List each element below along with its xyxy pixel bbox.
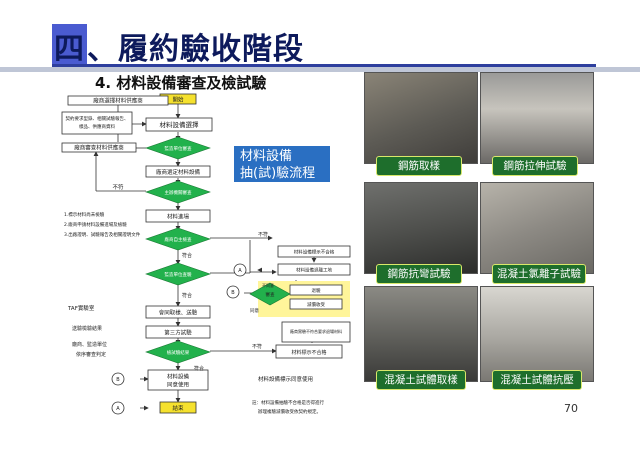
connector-b-left-text: B: [116, 377, 120, 383]
material-label-text: 材料設備標示同意使用: [258, 375, 313, 383]
vendor-docs-text-2: 樣品、供應商資料: [79, 123, 115, 130]
footnote-2: 辦理複驗減價收受依契約規定。: [258, 408, 321, 415]
connector-a-left: [111, 401, 125, 415]
end-text: 結束: [172, 404, 184, 412]
supervisor-check-diamond: [145, 262, 211, 286]
caption-concrete-compression: 混凝土試體抗壓: [492, 370, 582, 390]
caption-chloride-test: 混凝土氯離子試驗: [492, 264, 586, 284]
material-use-text-2: 同意使用: [167, 381, 189, 389]
notes-1: 1.標示材料尚未檢驗: [64, 211, 105, 218]
supervisor-check-text: 監造單位查驗: [165, 271, 192, 278]
flowchart-label: 材料設備 抽(試)驗流程圖: [234, 146, 330, 198]
result-check-diamond: [145, 340, 211, 364]
owner-review-diamond: [145, 180, 211, 204]
photo-chloride-test: [480, 182, 594, 274]
pass-1-label: 符合: [182, 252, 192, 259]
judge-label-1: 廠商、監造單位: [72, 341, 107, 348]
connector-b-left: [111, 372, 125, 386]
slide-title: 四、履約驗收階段: [52, 24, 304, 68]
third-party-text: 第三方試驗: [164, 329, 192, 337]
handle-text: 材料設備退離工地: [296, 267, 332, 274]
photo-rebar-tensile: [480, 72, 594, 164]
pass-3-label: 符合: [194, 365, 204, 372]
connector-b-text: B: [231, 290, 235, 296]
photo-rebar-bending: [364, 182, 478, 274]
flowchart-label-line2: 抽(試)驗流程圖: [240, 166, 316, 198]
connector-a-left-text: A: [116, 406, 120, 412]
caption-concrete-sampling: 混凝土試體取樣: [376, 370, 466, 390]
fail-2-label: 不符: [258, 231, 268, 238]
sample-text: 會同取樣、送驗: [159, 309, 198, 317]
material-use-text-1: 材料設備: [167, 373, 190, 381]
notes-3: 3.出廠證明、試驗報告及相關證明文件: [64, 231, 141, 238]
vendor-submit-box: [61, 142, 137, 153]
return-box: [289, 284, 343, 296]
caption-rebar-bending: 鋼筋抗彎試驗: [376, 264, 462, 284]
owner-review-text: 主辦機關審查: [165, 189, 192, 196]
select-material-box: [145, 117, 213, 132]
mark-material-text: 材料進場: [167, 213, 190, 221]
vendor-docs-box: [61, 111, 133, 135]
title-number-box: 四: [52, 24, 87, 68]
vendor-choose-box: [145, 165, 211, 178]
photo-concrete-compression: [480, 286, 594, 382]
select-material-text: 材料設備選擇: [160, 120, 200, 129]
footnote-1: 註：材料設備抽驗不合格是否得進行: [252, 399, 324, 406]
end-node-shape: [159, 401, 197, 414]
handle-box: [277, 263, 351, 276]
vendor-fail-text: 廠商實驗不符合要求退場材料: [290, 328, 342, 334]
supervisor-review-text: 監造單位審查: [165, 145, 192, 152]
vendor-fail-box: [281, 321, 351, 343]
result-check-text: 檢試驗結果: [167, 349, 190, 356]
vendor-submit-text: 廠商審查材料供應商: [74, 144, 124, 152]
vendor-self-text: 廠商自主檢查: [165, 236, 192, 243]
taf-label: TAF實驗室: [67, 304, 95, 312]
flowchart-label-line1: 材料設備: [240, 149, 293, 164]
page-number: 70: [564, 402, 578, 415]
mark-material-box: [145, 209, 211, 223]
fail-1-label: 不符: [112, 183, 124, 191]
connector-a-right: [233, 263, 247, 277]
third-party-box: [145, 325, 211, 339]
connector-b-right: [226, 285, 240, 299]
tag-fail-text: 材料設備標示不合格: [294, 249, 335, 256]
vendor-select-text: 廠商選擇材料供應商: [93, 97, 143, 105]
title-divider: [0, 67, 640, 72]
not-comply-text: 材料標示不合格: [291, 349, 326, 356]
sample-box: [145, 305, 211, 319]
lab-report-label: 送驗檢驗結果: [72, 325, 102, 332]
vendor-self-diamond: [145, 227, 211, 251]
material-use-box: [147, 369, 209, 391]
section-subtitle: 4. 材料設備審查及檢試驗: [95, 74, 267, 92]
fail-3-label: 不符: [252, 343, 262, 350]
review-decision-diamond: [249, 282, 291, 306]
caption-rebar-tensile: 鋼筋拉伸試驗: [492, 156, 578, 176]
not-comply-box: [275, 344, 343, 359]
reduce-text: 減價收受: [307, 301, 325, 308]
reduce-box: [289, 298, 343, 310]
return-text: 退驗: [312, 287, 321, 294]
connector-a-text: A: [238, 268, 242, 274]
judge-label-2: 依序審查判定: [76, 351, 106, 358]
photo-concrete-sampling: [364, 286, 478, 382]
caption-rebar-sampling: 鋼筋取樣: [376, 156, 462, 176]
vendor-choose-text: 廠商選定材料設備: [156, 168, 201, 176]
title-text: 、履約驗收階段: [87, 32, 304, 67]
photo-rebar-sampling: [364, 72, 478, 164]
supervisor-review-diamond: [145, 136, 211, 160]
start-text: 開始: [172, 96, 184, 104]
vendor-docs-text-1: 契約要求型錄、相關試驗報告、: [66, 115, 129, 122]
title-underline: [52, 64, 596, 67]
pass-2-label: 符合: [182, 292, 192, 299]
tag-fail-box: [277, 245, 351, 258]
notes-2: 2.廠商申請材料設備進場及檢驗: [64, 221, 127, 228]
vendor-select-box: [67, 95, 169, 106]
decision-disagree-label: 不同意: [262, 282, 274, 288]
decision-review-text: 審查: [266, 291, 275, 298]
agree-label: 同意: [250, 307, 259, 314]
